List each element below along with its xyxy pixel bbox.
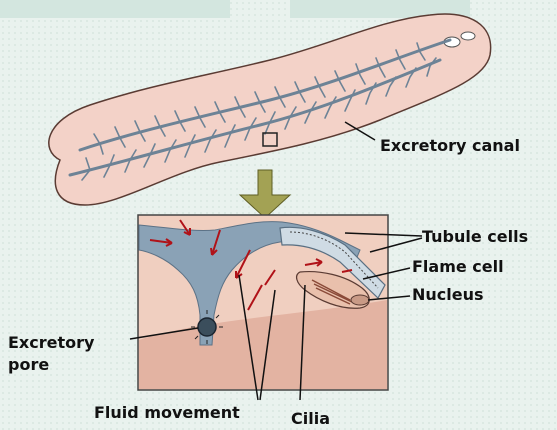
flame-cell-nucleus	[351, 295, 369, 305]
eyespot-right	[461, 32, 475, 40]
label-nucleus: Nucleus	[412, 286, 484, 304]
excretory-pore	[198, 318, 216, 336]
zoom-arrow	[240, 170, 290, 218]
label-fluid-movement: Fluid movement	[94, 404, 240, 422]
label-flame-cell: Flame cell	[412, 258, 504, 276]
label-tubule-cells: Tubule cells	[422, 228, 528, 246]
label-excretory-canal: Excretory canal	[380, 137, 520, 155]
label-excretory-pore: Excretory pore	[8, 332, 94, 376]
label-cilia: Cilia	[291, 410, 330, 428]
